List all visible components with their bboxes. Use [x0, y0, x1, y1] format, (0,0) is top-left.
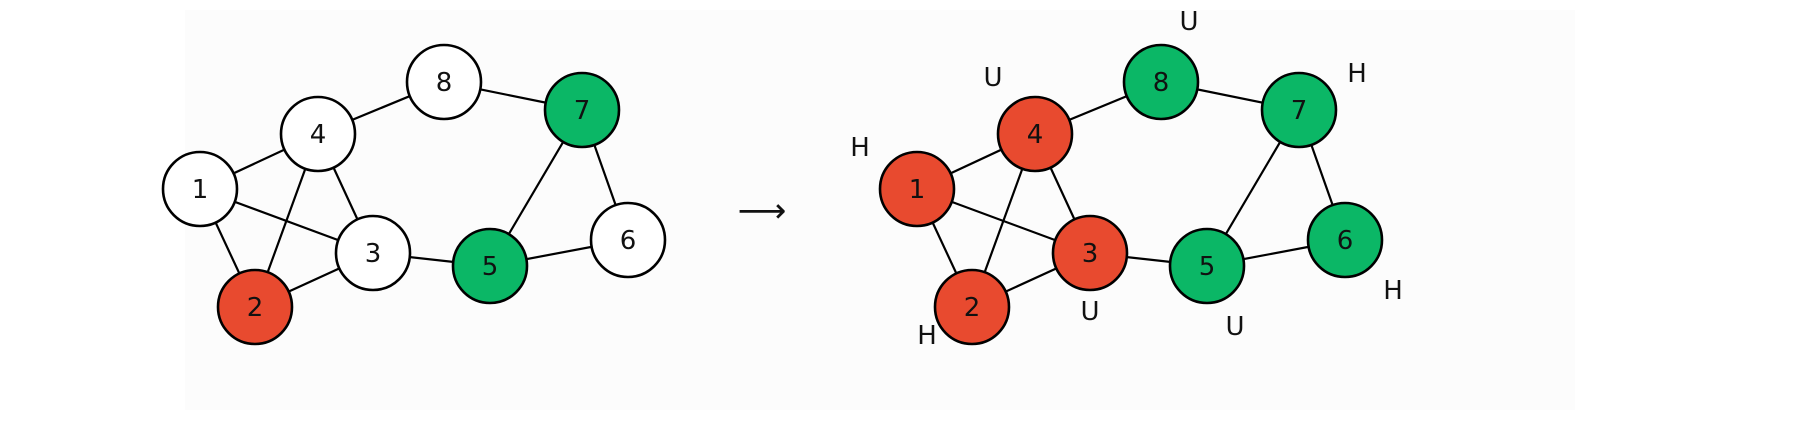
node-label: 3: [365, 239, 382, 269]
node-label: 7: [574, 96, 591, 126]
transform-arrow: ⟶: [738, 191, 787, 231]
before-node-2: 2: [216, 268, 294, 346]
after-node-3: 3: [1051, 214, 1129, 292]
before-node-6: 6: [589, 201, 667, 279]
node-tag-8: U: [1179, 7, 1198, 37]
after-node-8: 8: [1122, 43, 1200, 121]
node-label: 5: [1199, 252, 1216, 282]
node-tag-6: H: [1383, 276, 1403, 306]
node-label: 7: [1291, 96, 1308, 126]
after-node-2: 2: [933, 268, 1011, 346]
node-tag-7: H: [1347, 59, 1367, 89]
node-label: 4: [310, 120, 327, 150]
before-node-1: 1: [161, 150, 239, 228]
node-tag-4: U: [983, 63, 1002, 93]
before-node-8: 8: [405, 43, 483, 121]
after-node-1: 1: [878, 150, 956, 228]
node-label: 2: [247, 293, 264, 323]
node-tag-1: H: [850, 133, 870, 163]
node-label: 2: [964, 293, 981, 323]
node-label: 6: [1337, 226, 1354, 256]
before-node-3: 3: [334, 214, 412, 292]
node-tag-3: U: [1080, 297, 1099, 327]
node-label: 4: [1027, 120, 1044, 150]
node-tag-5: U: [1225, 312, 1244, 342]
before-node-5: 5: [451, 227, 529, 305]
graph-before: 1 2 3 4 5 6 7 8: [161, 43, 667, 346]
node-label: 8: [1153, 68, 1170, 98]
after-node-6: 6: [1306, 201, 1384, 279]
node-label: 1: [192, 175, 209, 205]
before-node-4: 4: [279, 95, 357, 173]
node-label: 3: [1082, 239, 1099, 269]
after-node-4: 4: [996, 95, 1074, 173]
after-node-5: 5: [1168, 227, 1246, 305]
node-tag-2: H: [917, 321, 937, 351]
after-node-7: 7: [1260, 71, 1338, 149]
node-label: 5: [482, 252, 499, 282]
before-node-7: 7: [543, 71, 621, 149]
node-label: 8: [436, 68, 453, 98]
node-label: 1: [909, 175, 926, 205]
node-label: 6: [620, 226, 637, 256]
